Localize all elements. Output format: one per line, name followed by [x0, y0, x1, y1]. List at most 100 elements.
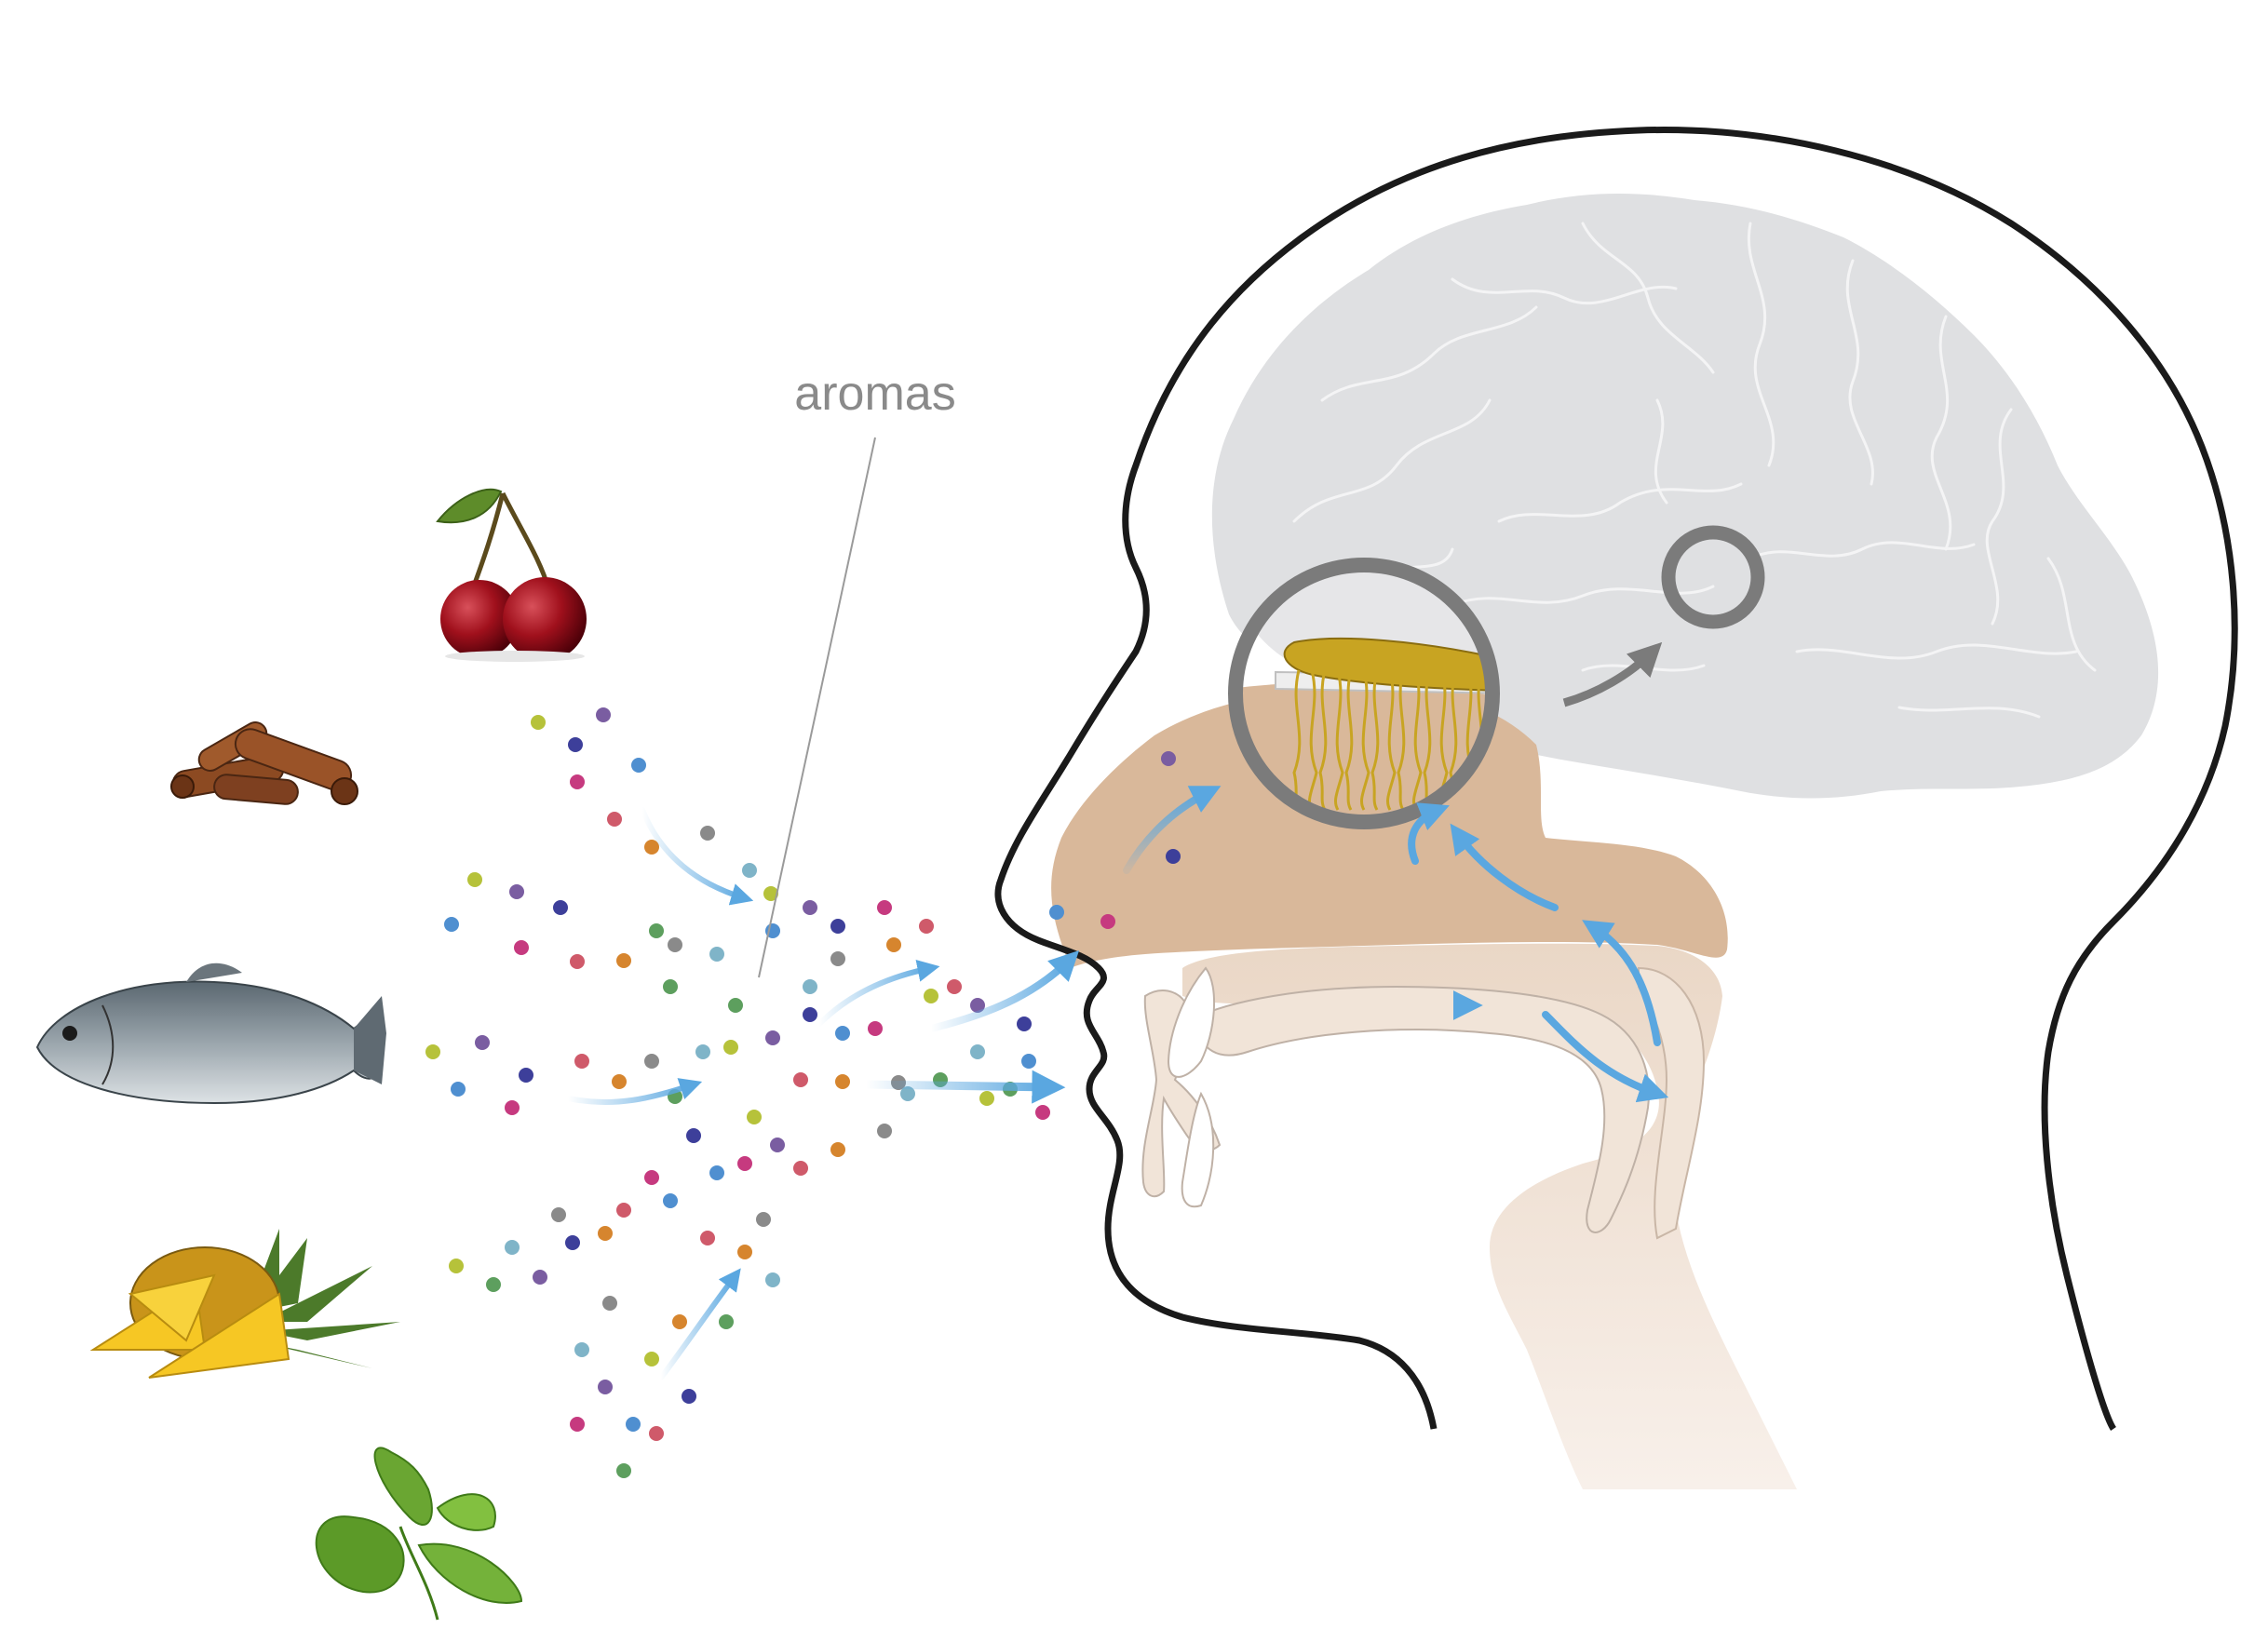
aroma-particle	[947, 979, 962, 994]
aroma-particle	[709, 947, 724, 962]
aroma-particle	[756, 1212, 771, 1227]
aroma-particle	[803, 900, 817, 915]
aroma-particle	[886, 937, 901, 952]
aroma-particle	[425, 1044, 440, 1059]
nasal-cavity	[1051, 690, 1728, 968]
aroma-particle	[607, 812, 622, 827]
airflow-arrows-inside	[1123, 786, 1669, 1103]
aroma-particle	[663, 979, 678, 994]
aroma-particle	[803, 979, 817, 994]
aroma-particle	[979, 1091, 994, 1106]
nerve-fiber	[1397, 669, 1406, 811]
aroma-particle	[868, 1021, 883, 1036]
aroma-particle	[568, 737, 583, 752]
aroma-particle	[793, 1072, 808, 1087]
aroma-particle	[877, 900, 892, 915]
aroma-particle	[574, 1054, 589, 1069]
aroma-particle	[830, 1142, 845, 1157]
fish-icon	[35, 963, 386, 1105]
aroma-particle	[763, 886, 778, 901]
aroma-particle	[700, 1231, 715, 1245]
aroma-particle	[631, 758, 646, 773]
cherry-icon	[436, 488, 587, 662]
aroma-particle	[742, 863, 757, 878]
cinnamon-icon	[170, 721, 358, 805]
aroma-particle	[695, 1044, 710, 1059]
magnifier	[1228, 525, 1765, 829]
aroma-particle	[765, 1272, 780, 1287]
nerve-fiber	[1412, 669, 1423, 811]
aroma-particle	[835, 1074, 850, 1089]
aroma-particle	[596, 707, 611, 722]
aroma-particle	[900, 1086, 915, 1101]
aroma-particle	[616, 1463, 631, 1478]
pineapple-icon	[89, 1229, 400, 1379]
aroma-particle	[737, 1245, 752, 1259]
aroma-particle	[970, 1044, 985, 1059]
aroma-particle	[803, 1007, 817, 1022]
aroma-particle	[723, 1040, 738, 1055]
aroma-particle	[565, 1235, 580, 1250]
aroma-particle	[649, 1426, 664, 1441]
basil-icon	[315, 1447, 523, 1621]
nerve-fiber	[1318, 669, 1328, 811]
aroma-particle	[570, 1417, 585, 1432]
aroma-particle	[626, 1417, 641, 1432]
aroma-particle	[1100, 914, 1115, 929]
aroma-particle	[1166, 849, 1181, 864]
aroma-particle	[553, 900, 568, 915]
aroma-particle	[924, 989, 938, 1003]
aroma-particle	[444, 917, 459, 932]
nerve-fiber	[1360, 669, 1370, 811]
aroma-particle	[1035, 1105, 1050, 1120]
airflow-arrows-outside	[565, 807, 1080, 1380]
brain-gyri	[1292, 222, 2097, 719]
aroma-particle	[644, 1352, 659, 1366]
aroma-particle	[644, 840, 659, 855]
aroma-particle	[1017, 1016, 1032, 1031]
tongue-arch	[1190, 985, 1650, 1233]
brain-target-ring	[1661, 525, 1765, 629]
aroma-particle	[672, 1314, 687, 1329]
aroma-particle	[765, 1030, 780, 1045]
aroma-particle	[663, 1193, 678, 1208]
aroma-particle	[533, 1270, 547, 1285]
aroma-particle	[612, 1074, 627, 1089]
aroma-particle	[793, 1161, 808, 1176]
aroma-particle	[475, 1035, 490, 1050]
aroma-particle	[644, 1170, 659, 1185]
aroma-particle	[747, 1110, 762, 1124]
head-outline	[994, 127, 2238, 1431]
nerve-fiber	[1344, 669, 1354, 811]
aroma-particle	[682, 1389, 696, 1404]
aroma-particle	[835, 1026, 850, 1041]
aroma-particle	[649, 923, 664, 938]
aroma-particle	[616, 1203, 631, 1218]
aroma-particle	[830, 919, 845, 934]
aroma-particles	[425, 707, 1181, 1478]
aroma-particle	[737, 1156, 752, 1171]
aroma-particle	[644, 1054, 659, 1069]
aroma-particle	[919, 919, 934, 934]
aroma-particle	[486, 1277, 501, 1292]
teeth	[1141, 966, 1222, 1208]
aroma-particle	[877, 1124, 892, 1138]
aroma-particle	[449, 1259, 464, 1273]
aroma-particle	[451, 1082, 466, 1097]
aroma-particle	[467, 872, 482, 887]
aroma-particle	[728, 998, 743, 1013]
aroma-particle	[551, 1207, 566, 1222]
signal-arrow	[1562, 641, 1663, 707]
aroma-particle	[598, 1380, 613, 1394]
aroma-particle	[570, 774, 585, 789]
aroma-particle	[519, 1068, 533, 1083]
aroma-particle	[668, 937, 682, 952]
pharynx	[1182, 943, 1797, 1489]
aroma-particle	[505, 1240, 520, 1255]
aroma-particle	[770, 1138, 785, 1152]
aroma-particle	[719, 1314, 734, 1329]
aroma-particle	[700, 826, 715, 841]
aroma-particle	[531, 715, 546, 730]
nerve-fiber	[1308, 669, 1318, 811]
